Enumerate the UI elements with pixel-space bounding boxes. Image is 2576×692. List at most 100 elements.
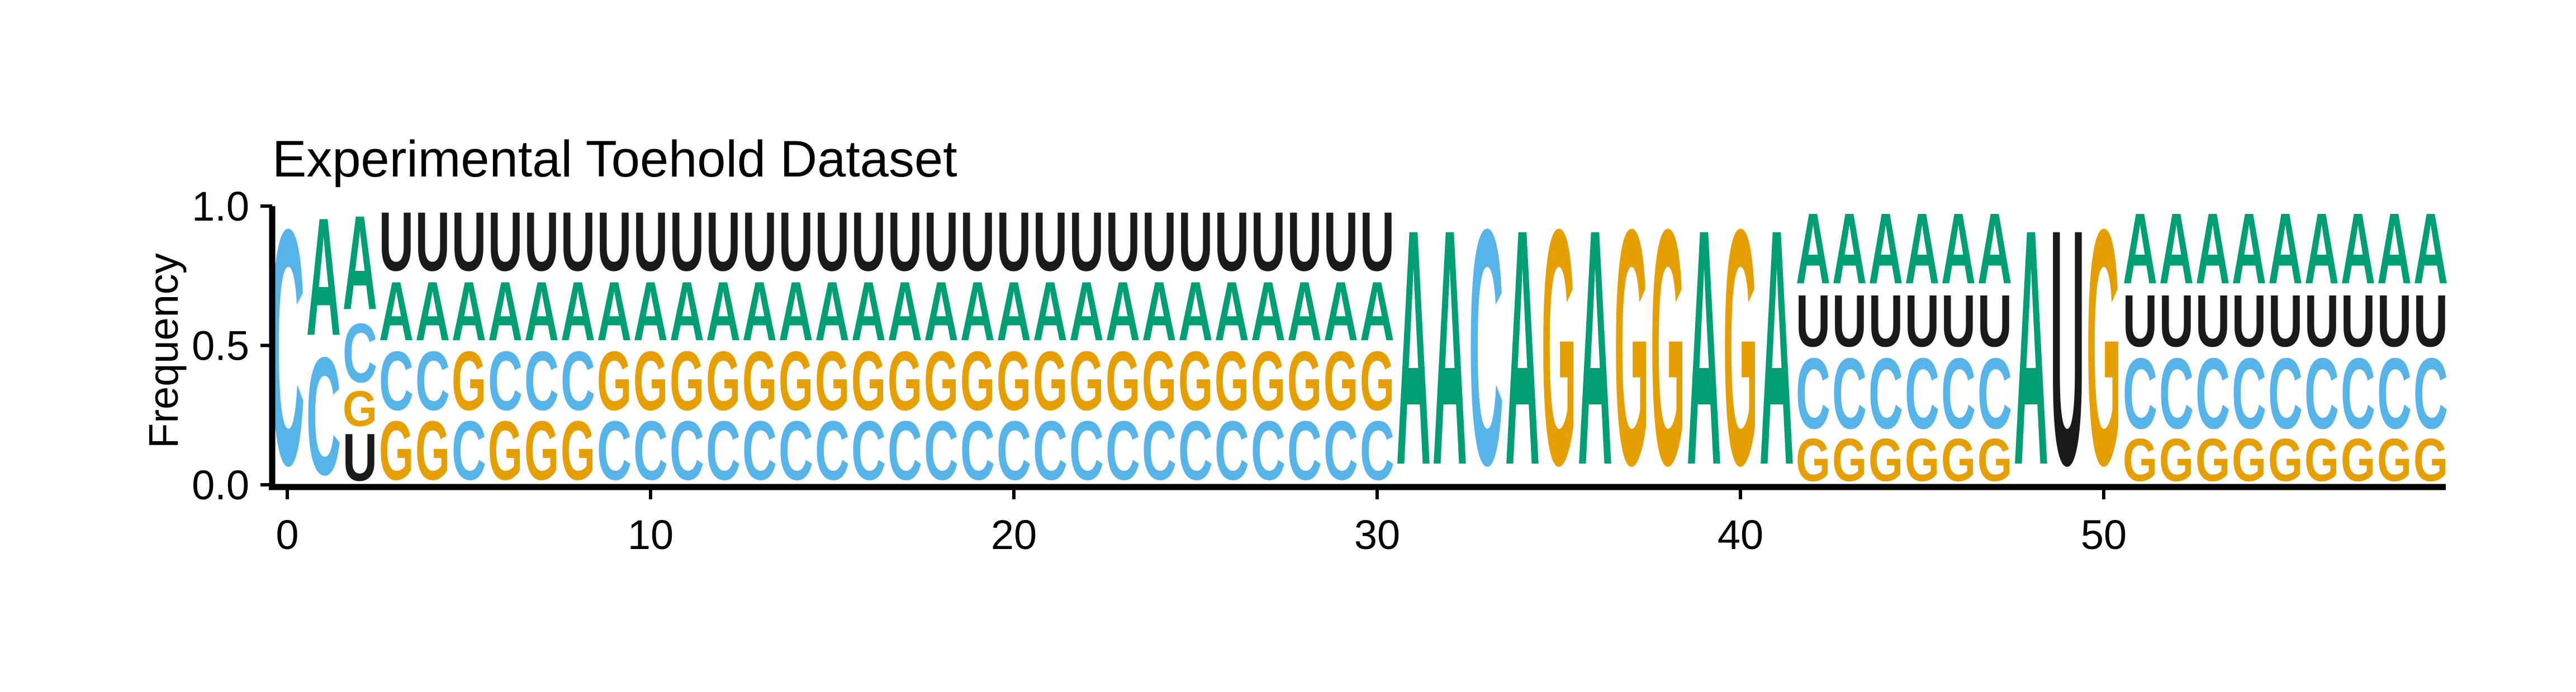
logo-letter-U-pos-27: U bbox=[1251, 194, 1285, 288]
logo-letter-G-pos-43: G bbox=[1832, 427, 1867, 494]
y-tick-label: 0.0 bbox=[192, 462, 249, 508]
logo-letter-U-pos-28: U bbox=[1287, 194, 1322, 288]
logo-letter-A-pos-27: A bbox=[1251, 264, 1285, 358]
logo-letter-A-pos-5: A bbox=[452, 264, 486, 358]
logo-letter-G-pos-35: G bbox=[1541, 160, 1576, 536]
logo-letter-C-pos-17: C bbox=[888, 403, 922, 497]
x-tick-label: 10 bbox=[628, 512, 673, 558]
logo-letter-G-pos-37: G bbox=[1614, 160, 1649, 536]
logo-letter-U-pos-13: U bbox=[742, 194, 777, 288]
logo-letter-A-pos-12: A bbox=[706, 264, 741, 358]
logo-letter-A-pos-23: A bbox=[1106, 264, 1140, 358]
logo-letter-C-pos-14: C bbox=[779, 403, 813, 497]
logo-letter-C-pos-0: C bbox=[270, 160, 305, 536]
logo-letter-A-pos-45: A bbox=[1905, 192, 1939, 305]
logo-letter-C-pos-28: C bbox=[1287, 403, 1322, 497]
logo-letter-G-pos-54: G bbox=[2232, 427, 2266, 494]
logo-letter-G-pos-30: G bbox=[1360, 334, 1394, 428]
logo-letter-C-pos-53: C bbox=[2195, 337, 2230, 450]
logo-letter-C-pos-33: C bbox=[1469, 160, 1503, 536]
logo-letter-C-pos-52: C bbox=[2159, 337, 2194, 450]
logo-letter-G-pos-29: G bbox=[1323, 334, 1358, 428]
logo-letter-A-pos-11: A bbox=[670, 264, 704, 358]
logo-letter-G-pos-59: G bbox=[2413, 427, 2448, 494]
logo-letter-G-pos-52: G bbox=[2159, 427, 2194, 494]
logo-letter-U-pos-52: U bbox=[2159, 279, 2194, 362]
logo-letter-A-pos-24: A bbox=[1142, 264, 1176, 358]
x-tick-label: 40 bbox=[1718, 512, 1763, 558]
logo-letter-G-pos-14: G bbox=[779, 334, 813, 428]
logo-letter-G-pos-7: G bbox=[524, 403, 559, 498]
logo-letter-C-pos-6: C bbox=[488, 333, 523, 427]
logo-letter-C-pos-24: C bbox=[1142, 403, 1176, 497]
logo-letter-G-pos-38: G bbox=[1650, 160, 1685, 536]
x-tick-label: 20 bbox=[991, 512, 1037, 558]
logo-letter-A-pos-51: A bbox=[2123, 192, 2157, 305]
logo-letter-C-pos-30: C bbox=[1360, 403, 1394, 497]
logo-letter-U-pos-21: U bbox=[1033, 194, 1068, 288]
logo-letter-U-pos-57: U bbox=[2341, 279, 2375, 362]
logo-letter-G-pos-9: G bbox=[597, 334, 632, 428]
logo-letter-A-pos-1: A bbox=[306, 183, 341, 370]
logo-letter-A-pos-21: A bbox=[1033, 264, 1068, 358]
logo-letter-A-pos-55: A bbox=[2268, 192, 2303, 305]
logo-letter-G-pos-25: G bbox=[1178, 334, 1213, 428]
logo-letter-C-pos-29: C bbox=[1323, 403, 1358, 497]
logo-letter-U-pos-9: U bbox=[597, 194, 632, 288]
logo-letter-G-pos-42: G bbox=[1796, 427, 1830, 494]
logo-letter-C-pos-11: C bbox=[670, 403, 704, 497]
logo-letter-C-pos-43: C bbox=[1832, 337, 1867, 450]
logo-letter-C-pos-25: C bbox=[1178, 403, 1213, 497]
logo-letter-C-pos-12: C bbox=[706, 403, 741, 497]
logo-letter-C-pos-13: C bbox=[742, 403, 777, 497]
logo-letter-A-pos-22: A bbox=[1069, 264, 1104, 358]
logo-letter-U-pos-49: U bbox=[2050, 160, 2085, 536]
logo-letter-C-pos-10: C bbox=[633, 403, 668, 497]
logo-letter-U-pos-10: U bbox=[633, 194, 668, 288]
logo-letter-C-pos-15: C bbox=[815, 403, 850, 497]
logo-letter-G-pos-50: G bbox=[2086, 160, 2121, 536]
logo-letter-C-pos-59: C bbox=[2413, 337, 2448, 450]
logo-letter-U-pos-6: U bbox=[488, 194, 523, 288]
logo-letter-A-pos-18: A bbox=[924, 264, 959, 358]
logo-letter-C-pos-16: C bbox=[851, 403, 886, 497]
logo-letter-C-pos-45: C bbox=[1905, 337, 1939, 450]
logo-letter-C-pos-44: C bbox=[1868, 337, 1903, 450]
logo-letter-A-pos-2: A bbox=[343, 188, 377, 338]
y-tick-label: 1.0 bbox=[192, 183, 249, 230]
logo-letter-A-pos-30: A bbox=[1360, 264, 1394, 358]
logo-letter-G-pos-2: G bbox=[343, 381, 377, 437]
logo-letter-C-pos-4: C bbox=[415, 333, 450, 427]
logo-letter-G-pos-13: G bbox=[742, 334, 777, 428]
logo-letter-U-pos-15: U bbox=[815, 194, 850, 288]
logo-letter-G-pos-10: G bbox=[633, 334, 668, 428]
logo-letter-U-pos-20: U bbox=[997, 194, 1031, 288]
logo-letter-U-pos-44: U bbox=[1868, 279, 1903, 362]
logo-letter-A-pos-41: A bbox=[1759, 160, 1794, 536]
logo-letter-A-pos-4: A bbox=[415, 264, 450, 358]
logo-letter-G-pos-4: G bbox=[415, 403, 450, 498]
logo-letter-C-pos-55: C bbox=[2268, 337, 2303, 450]
logo-letter-A-pos-15: A bbox=[815, 264, 850, 358]
logo-letter-G-pos-18: G bbox=[924, 334, 959, 428]
x-tick-label: 30 bbox=[1354, 512, 1400, 558]
logo-letter-C-pos-1: C bbox=[306, 322, 341, 510]
logo-letter-G-pos-53: G bbox=[2195, 427, 2230, 494]
logo-letter-U-pos-7: U bbox=[524, 194, 559, 288]
logo-letter-C-pos-3: C bbox=[379, 333, 414, 427]
logo-letter-C-pos-27: C bbox=[1251, 403, 1285, 497]
logo-letter-U-pos-29: U bbox=[1323, 194, 1358, 288]
logo-letter-C-pos-18: C bbox=[924, 403, 959, 497]
logo-letter-A-pos-42: A bbox=[1796, 192, 1830, 305]
logo-letter-A-pos-43: A bbox=[1832, 192, 1867, 305]
logo-letter-A-pos-56: A bbox=[2304, 192, 2339, 305]
logo-letter-U-pos-45: U bbox=[1905, 279, 1939, 362]
logo-letter-A-pos-6: A bbox=[488, 264, 523, 358]
logo-letter-C-pos-19: C bbox=[960, 403, 995, 497]
logo-letter-G-pos-24: G bbox=[1142, 334, 1176, 428]
logo-letter-U-pos-8: U bbox=[561, 194, 595, 288]
logo-letter-U-pos-53: U bbox=[2195, 279, 2230, 362]
logo-letter-G-pos-56: G bbox=[2304, 427, 2339, 494]
logo-letter-U-pos-30: U bbox=[1360, 194, 1394, 288]
